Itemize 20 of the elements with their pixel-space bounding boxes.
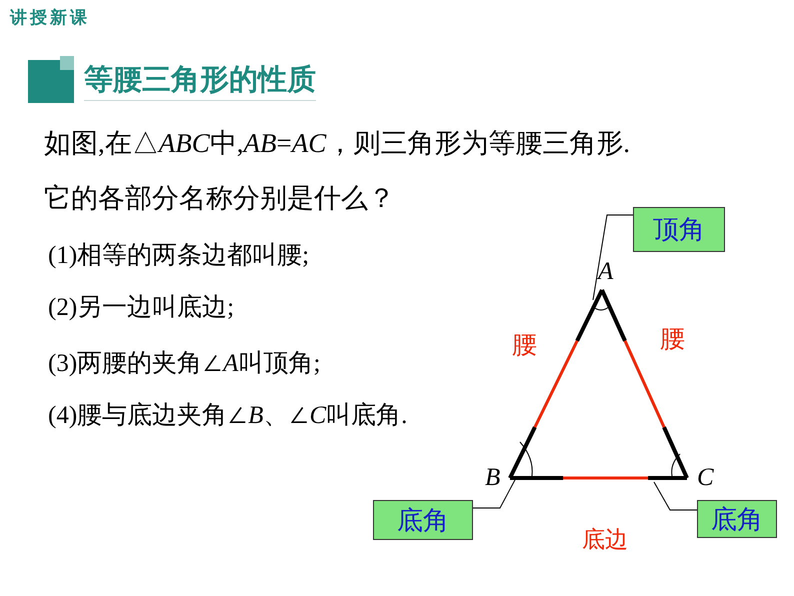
side-label: 腰 [660, 323, 685, 355]
intro-sentence: 如图,在△ABC中,AB=AC，则三角形为等腰三角形. [44, 127, 630, 160]
leader-line [592, 214, 634, 300]
label-box: 底角 [373, 500, 473, 540]
side-label: 腰 [512, 329, 537, 361]
vertex-label: A [598, 258, 614, 286]
vertex-label: C [697, 464, 714, 492]
label-box: 顶角 [633, 207, 725, 252]
definition-text: (2)另一边叫底边; [48, 293, 234, 323]
side-label: 底边 [582, 526, 628, 555]
definition-text: (3)两腰的夹角∠A叫顶角; [48, 349, 320, 379]
leader-line [654, 482, 698, 510]
vertex-label: B [485, 464, 500, 492]
label-box: 底角 [697, 500, 777, 538]
definition-text: (1)相等的两条边都叫腰; [48, 241, 310, 271]
question-text: 它的各部分名称分别是什么？ [44, 182, 395, 215]
section-tag: 讲授新课 [10, 6, 90, 29]
slide-heading: 等腰三角形的性质 [84, 60, 316, 101]
definition-text: (4)腰与底边夹角∠B、∠C叫底角. [48, 401, 408, 431]
leader-line [472, 478, 516, 508]
